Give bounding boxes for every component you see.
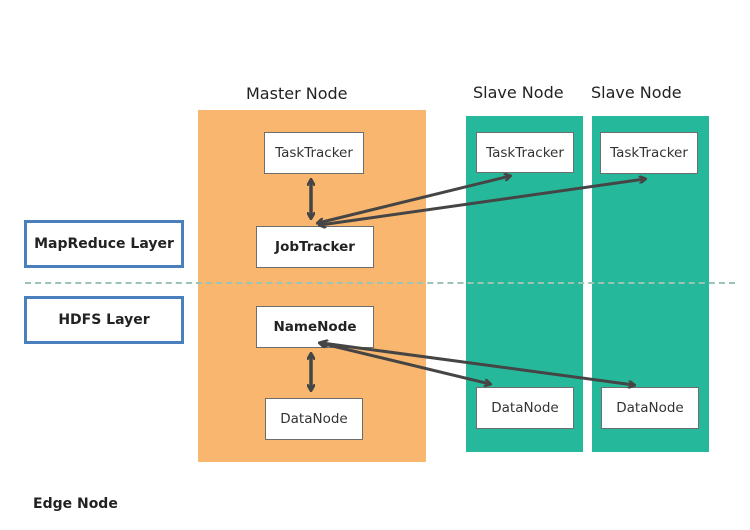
layer-divider: [25, 282, 735, 284]
edge-node-label: Edge Node: [33, 496, 118, 512]
slave-node-1-title: Slave Node: [473, 83, 564, 102]
master-node-title: Master Node: [246, 84, 348, 103]
slave-node-2-title: Slave Node: [591, 83, 682, 102]
slave2-data-node: DataNode: [601, 387, 699, 429]
mapreduce-layer-label: MapReduce Layer: [24, 220, 184, 268]
master-job-tracker: JobTracker: [256, 226, 374, 268]
arrow-jobtracker-slave1-tasktracker: [318, 176, 510, 223]
arrow-namenode-slave2-datanode: [322, 343, 634, 385]
arrow-jobtracker-slave2-tasktracker: [320, 179, 645, 225]
master-data-node: DataNode: [265, 398, 363, 440]
slave1-task-tracker: TaskTracker: [476, 132, 574, 173]
slave1-data-node: DataNode: [476, 387, 574, 429]
master-task-tracker: TaskTracker: [264, 132, 364, 174]
slave2-task-tracker: TaskTracker: [600, 132, 698, 174]
hdfs-layer-label: HDFS Layer: [24, 296, 184, 344]
